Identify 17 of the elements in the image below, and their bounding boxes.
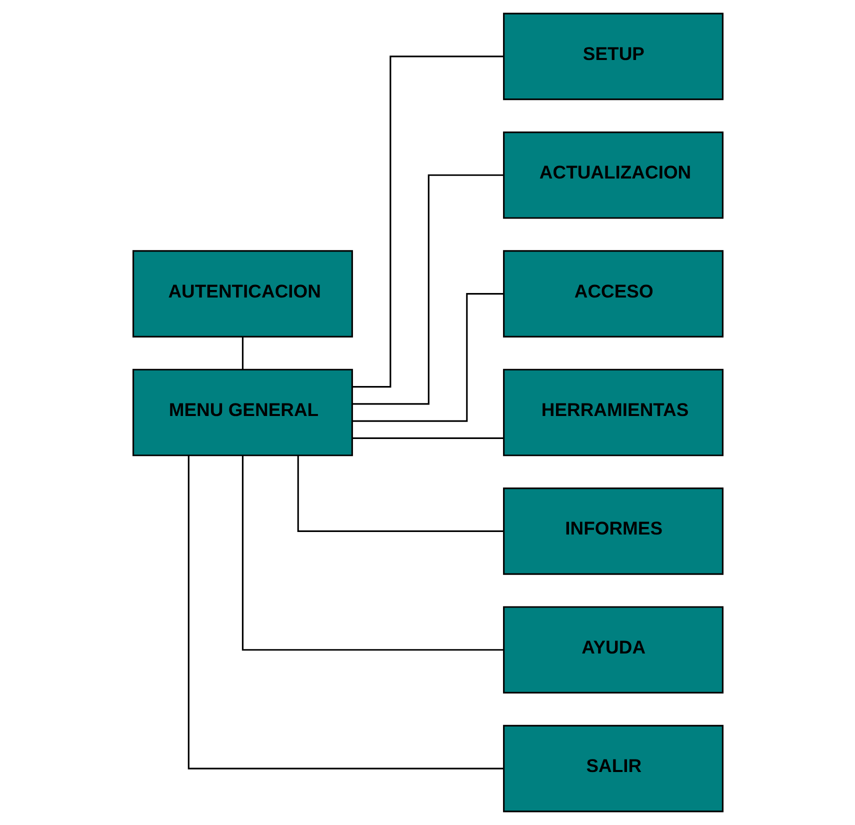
connector — [241, 456, 504, 651]
connector — [352, 437, 503, 439]
connector — [352, 293, 503, 422]
node-box: AUTENTICACION — [132, 250, 352, 338]
node-box: MENU GENERAL — [132, 368, 352, 456]
connector — [352, 56, 504, 388]
node-box: SALIR — [502, 724, 724, 812]
connector — [187, 455, 503, 770]
connector — [352, 174, 504, 405]
node-box: AYUDA — [502, 606, 724, 694]
node-box: ACCESO — [502, 250, 724, 338]
node-box: INFORMES — [502, 488, 724, 575]
node-box: HERRAMIENTAS — [502, 368, 724, 456]
connector — [296, 456, 503, 532]
connector — [241, 337, 244, 370]
node-box: ACTUALIZACION — [502, 132, 724, 219]
node-box: SETUP — [502, 12, 724, 100]
